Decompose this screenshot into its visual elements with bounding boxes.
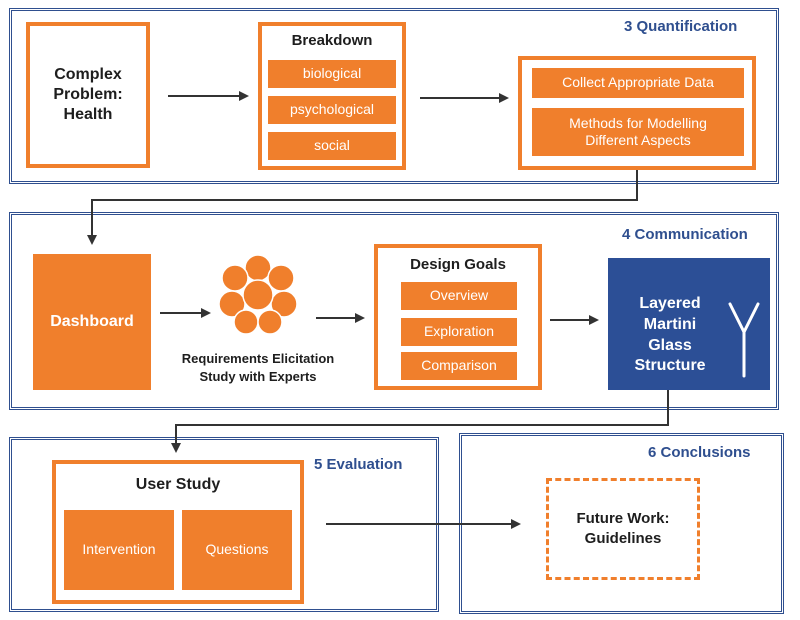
modelling-methods-line2: Different Aspects [585,132,691,148]
martini-glass-label: Layered Martini Glass Structure [618,294,722,377]
complex-problem-line3: Health [63,106,113,123]
collect-data-item: Collect Appropriate Data [532,68,744,98]
breakdown-item-psychological: psychological [268,96,396,124]
future-work-line1: Future Work: [576,509,670,527]
modelling-methods-line1: Methods for Modelling [569,114,707,131]
intervention-item: Intervention [64,510,174,590]
section-title-evaluation: 5 Evaluation [314,456,403,473]
design-goal-comparison: Comparison [401,352,517,380]
breakdown-item-biological: biological [268,60,396,88]
cluster-circle [257,309,283,334]
design-goal-overview: Overview [401,282,517,310]
requirements-label: Requirements Elicitation Study with Expe… [160,350,356,385]
requirements-cluster-icon [218,254,298,334]
design-goals-box: Design Goals Overview Exploration Compar… [374,244,542,390]
cluster-circle [244,254,272,282]
martini-line2: Martini [643,315,697,333]
user-study-title: User Study [135,476,221,493]
cluster-circle [218,290,246,318]
design-goals-title: Design Goals [410,256,506,273]
section-title-communication: 4 Communication [622,226,748,243]
cluster-circle [270,290,298,318]
future-work-box: Future Work: Guidelines [546,478,700,580]
cluster-circle [221,264,249,292]
requirements-line2: Study with Experts [199,368,317,384]
future-work-line2: Guidelines [584,530,662,547]
martini-glass-box: Layered Martini Glass Structure [608,258,770,390]
quantification-methods-box: Collect Appropriate Data Methods for Mod… [518,56,756,170]
section-title-conclusions: 6 Conclusions [648,444,751,461]
questions-item: Questions [182,510,292,590]
breakdown-item-social: social [268,132,396,160]
dashboard-box: Dashboard [33,254,151,390]
cluster-circle [267,264,295,292]
design-goal-exploration: Exploration [401,318,517,346]
breakdown-title: Breakdown [291,32,373,49]
modelling-methods-item: Methods for Modelling Different Aspects [532,108,744,156]
complex-problem-line2: Problem: [53,86,123,103]
cluster-circle [242,279,274,311]
requirements-line1: Requirements Elicitation [181,351,335,366]
cluster-circle [233,309,259,334]
section-title-quantification: 3 Quantification [624,18,738,35]
user-study-box: User Study Intervention Questions [52,460,304,604]
martini-line1: Layered [639,295,701,312]
martini-glass-icon [728,302,760,378]
complex-problem-line1: Complex [54,66,122,83]
complex-problem-box: Complex Problem: Health [26,22,150,168]
breakdown-box: Breakdown biological psychological socia… [258,22,406,170]
martini-line3: Glass [648,336,692,354]
martini-line4: Structure [634,357,706,375]
